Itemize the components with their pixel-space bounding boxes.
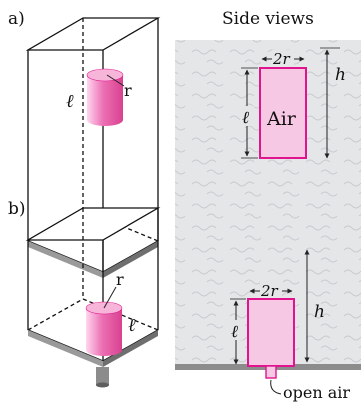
cylinder-a-l: ℓ	[66, 91, 74, 112]
cylinder-b-r: r	[116, 270, 124, 289]
air-cylinder-a	[86, 68, 124, 126]
dim-h-b: h	[314, 302, 325, 322]
dim-2r-a: 2r	[272, 50, 291, 68]
cylinder-b-l: ℓ	[128, 315, 136, 336]
dim-h-a: h	[335, 65, 346, 85]
open-air-label: open air	[283, 383, 350, 402]
panel-a-label: a)	[8, 9, 25, 29]
panel-b-label: b)	[8, 199, 26, 219]
outlet-pipe-b	[96, 367, 109, 388]
cylinder-a-r: r	[124, 81, 132, 100]
dim-l-b: ℓ	[231, 322, 238, 342]
box-b	[25, 207, 161, 367]
air-pocket-a	[259, 67, 307, 159]
air-outlet-b	[265, 365, 277, 379]
radius-leader-b	[103, 286, 117, 309]
radius-leader-a	[106, 74, 125, 87]
air-label: Air	[266, 108, 297, 130]
dim-l-a: ℓ	[242, 108, 249, 128]
side-views-header: Side views	[222, 9, 314, 29]
box-a	[25, 17, 161, 278]
air-pocket-b	[247, 298, 295, 367]
outlet-leader-b	[270, 379, 282, 395]
dim-2r-b: 2r	[260, 282, 279, 300]
air-cylinder-b	[85, 301, 123, 356]
